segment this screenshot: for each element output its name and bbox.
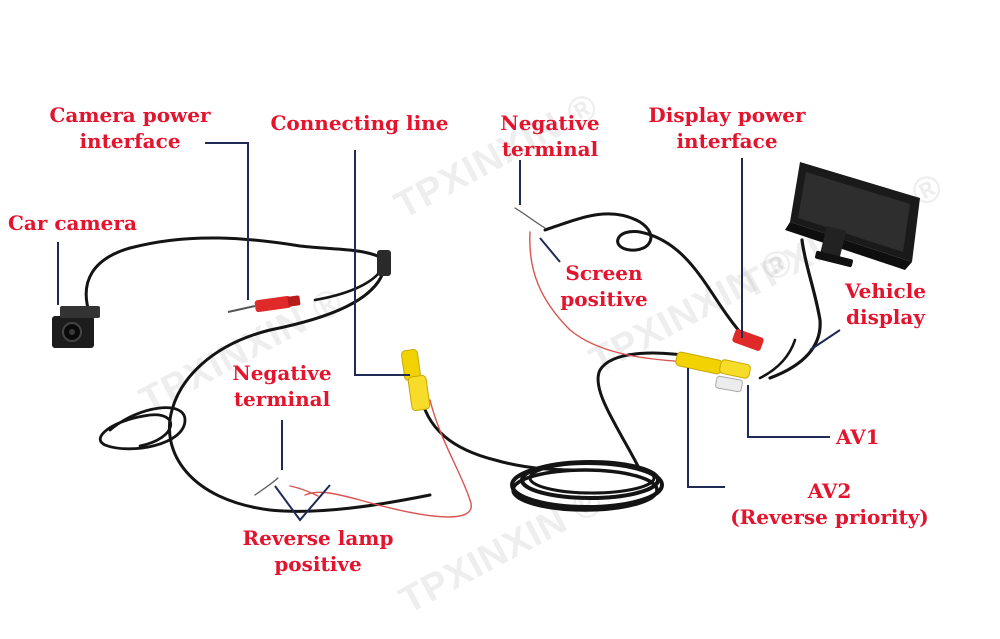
leader-av1 <box>747 385 830 438</box>
label-car-camera: Car camera <box>8 211 137 235</box>
big-coil-3 <box>511 468 659 512</box>
label-negative-terminal-top: Negative terminal <box>500 111 600 161</box>
label-screen-positive: Screen positive <box>560 261 648 311</box>
leader-vehicle-display <box>809 329 841 351</box>
label-negative-terminal-bottom: Negative terminal <box>232 361 332 411</box>
car-camera-device <box>52 306 100 348</box>
negative-wire-top <box>514 207 546 229</box>
screen-positive-wire <box>529 231 691 363</box>
monitor-cable <box>768 238 822 380</box>
monitor-cable-branch <box>758 338 797 380</box>
coil-to-harness <box>596 351 702 472</box>
label-av2: AV2 (Reverse priority) <box>730 479 929 529</box>
big-coil-4 <box>528 461 656 495</box>
label-vehicle-display: Vehicle display <box>844 279 927 329</box>
leader-av2 <box>687 368 725 488</box>
red-tail-bottom <box>289 485 319 497</box>
label-camera-power-interface: Camera power interface <box>49 103 211 153</box>
connector-to-coil <box>418 388 582 472</box>
leader-reverse-lamp <box>274 484 331 522</box>
label-connecting-line: Connecting line <box>270 111 449 135</box>
label-display-power-interface: Display power interface <box>648 103 806 153</box>
display-top-cable <box>543 212 747 340</box>
reverse-red-wire <box>304 399 472 518</box>
label-reverse-lamp-positive: Reverse lamp positive <box>242 526 394 576</box>
vehicle-display-device <box>785 162 920 270</box>
connecting-line-cable <box>167 268 432 513</box>
small-coil <box>98 406 187 451</box>
leader-screen-positive <box>539 237 561 263</box>
negative-wire-bottom <box>254 477 279 496</box>
yellow-rca-left <box>401 349 431 412</box>
leader-camera-power <box>205 142 249 300</box>
camera-cable <box>84 236 384 317</box>
camera-power-plug <box>227 295 301 313</box>
inline-connector <box>377 250 391 276</box>
yellow-rca-av2 <box>675 351 751 379</box>
white-rca-av1 <box>715 375 743 393</box>
label-av1: AV1 <box>836 425 880 449</box>
display-power-plug <box>732 329 764 351</box>
camera-power-branch <box>313 256 385 302</box>
leader-connecting-line <box>354 150 410 376</box>
